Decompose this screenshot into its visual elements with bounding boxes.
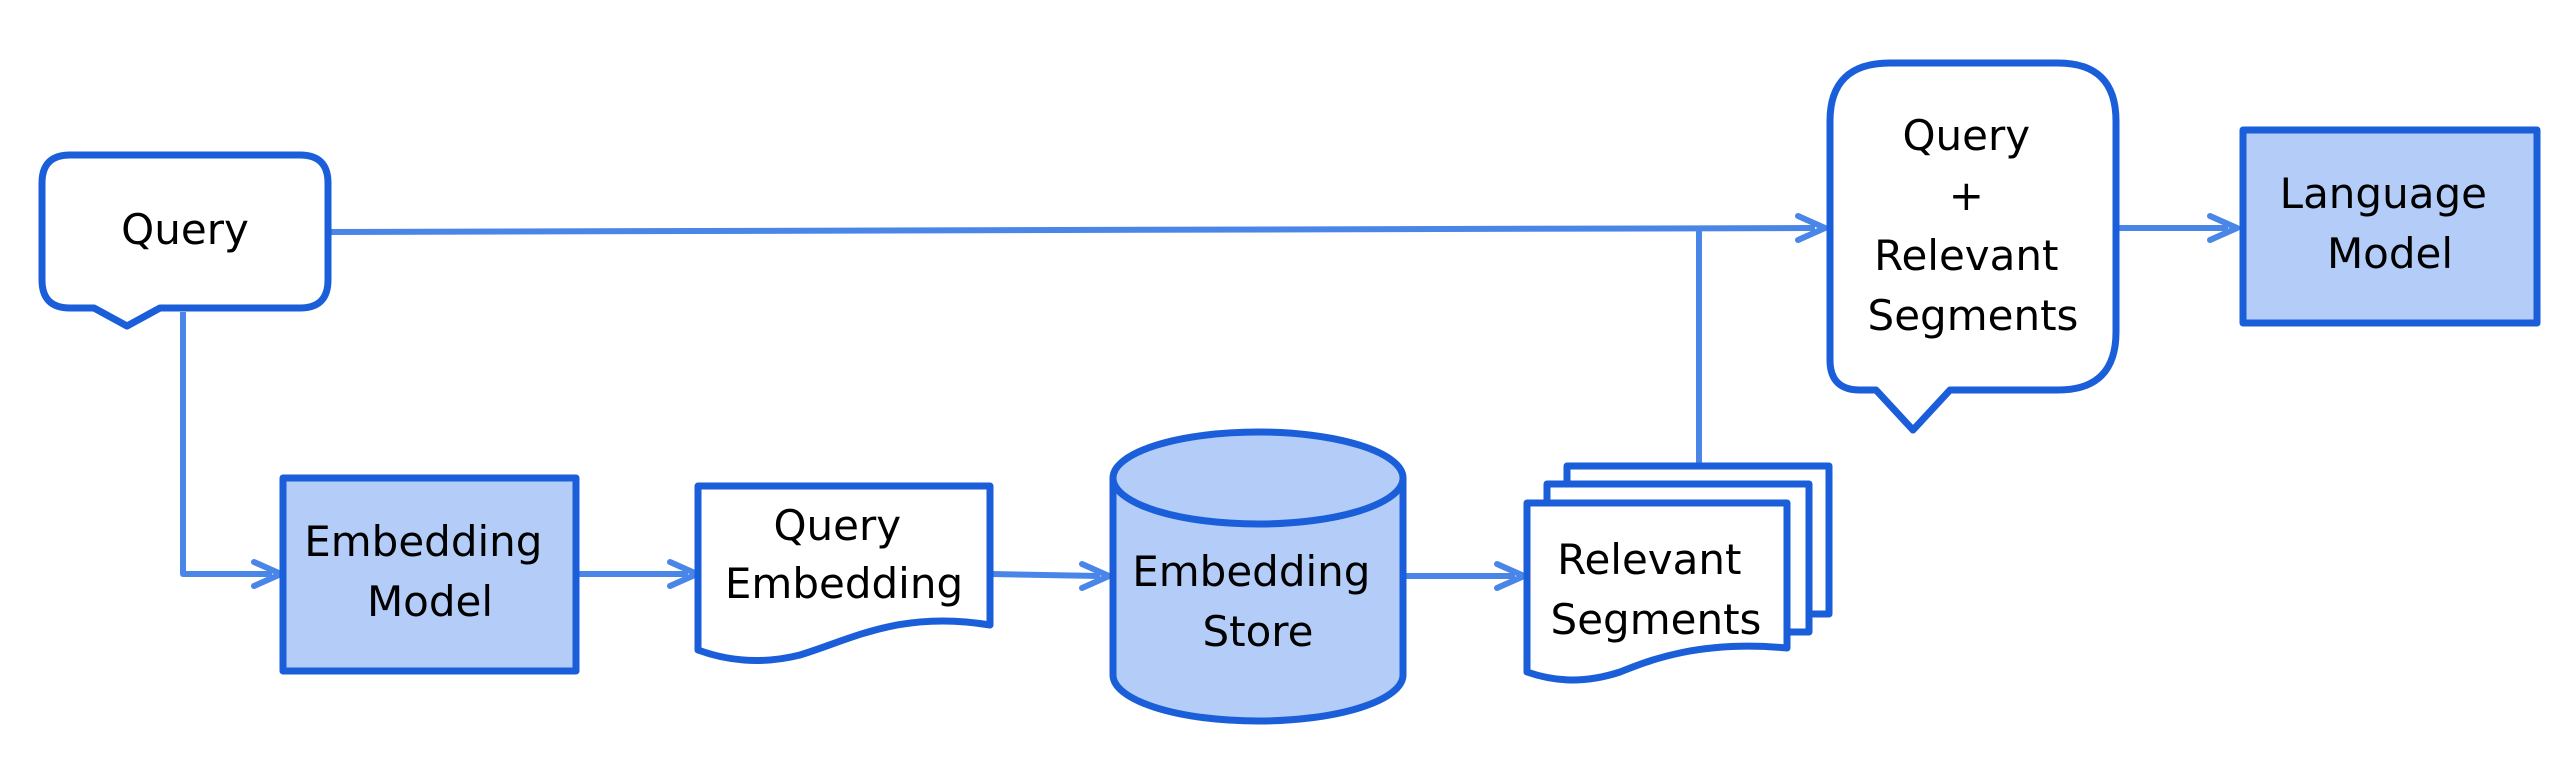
embedding-store-label-line-2: Store (1202, 607, 1313, 656)
edge-query-embedding-to-store (991, 561, 1112, 591)
node-language-model: Language Model (2239, 126, 2541, 327)
combined-label-line-3: Relevant (1874, 231, 2058, 280)
language-model-label-line-2: Model (2327, 229, 2453, 278)
relevant-segments-label-line-2: Segments (1551, 595, 1762, 644)
connectors (180, 213, 2240, 591)
language-model-label-line-1: Language (2280, 169, 2487, 218)
relevant-segments-label-line-1: Relevant (1557, 535, 1741, 584)
combined-label-line-1: Query (1903, 111, 2031, 160)
edge-query-to-combined (329, 213, 1828, 243)
svg-text:Query Embedding: Query Embedding (725, 501, 963, 608)
embedding-model-label-line-1: Embedding (304, 517, 542, 566)
query-embedding-document-shape (694, 482, 994, 664)
edge-query-to-embedding-model (180, 312, 284, 589)
embedding-model-label-line-2: Model (367, 577, 493, 626)
query-label: Query (121, 205, 249, 254)
language-model-box (2239, 126, 2541, 327)
combined-label-line-2: + (1949, 171, 1984, 220)
query-bubble-shape (38, 151, 332, 330)
svg-text:Embedding Store: Embedding Store (1132, 547, 1384, 656)
embedding-store-label-line-1: Embedding (1132, 547, 1370, 596)
svg-text:Relevant Segments: Relevant Segments (1551, 535, 1762, 644)
edge-store-to-segments (1405, 561, 1527, 591)
svg-text:Language Model: Language Model (2280, 169, 2501, 278)
embedding-store-cylinder-body (1109, 474, 1407, 725)
node-embedding-model: Embedding Model (279, 474, 580, 675)
svg-text:Query: Query (121, 205, 249, 254)
svg-text:Embedding Model: Embedding Model (304, 517, 556, 626)
combined-label-line-4: Segments (1868, 291, 2079, 340)
node-query-embedding: Query Embedding (694, 482, 994, 664)
node-embedding-store: Embedding Store (1109, 428, 1407, 725)
edge-combined-to-language-model (2118, 213, 2240, 243)
svg-text:Query + Relevant: Query + Relevant Segments (1868, 111, 2079, 340)
embedding-model-box (279, 474, 580, 675)
segments-page-front (1523, 499, 1791, 684)
edge-model-to-query-embedding (577, 559, 700, 589)
node-query: Query (38, 151, 332, 330)
query-embedding-label-line-2: Embedding (725, 559, 963, 608)
node-relevant-segments: Relevant Segments (1523, 462, 1833, 684)
embedding-store-cylinder-top (1109, 428, 1407, 528)
query-embedding-label-line-1: Query (774, 501, 902, 550)
node-query-plus-segments: Query + Relevant Segments (1826, 59, 2120, 434)
combined-bubble-shape (1826, 59, 2120, 434)
